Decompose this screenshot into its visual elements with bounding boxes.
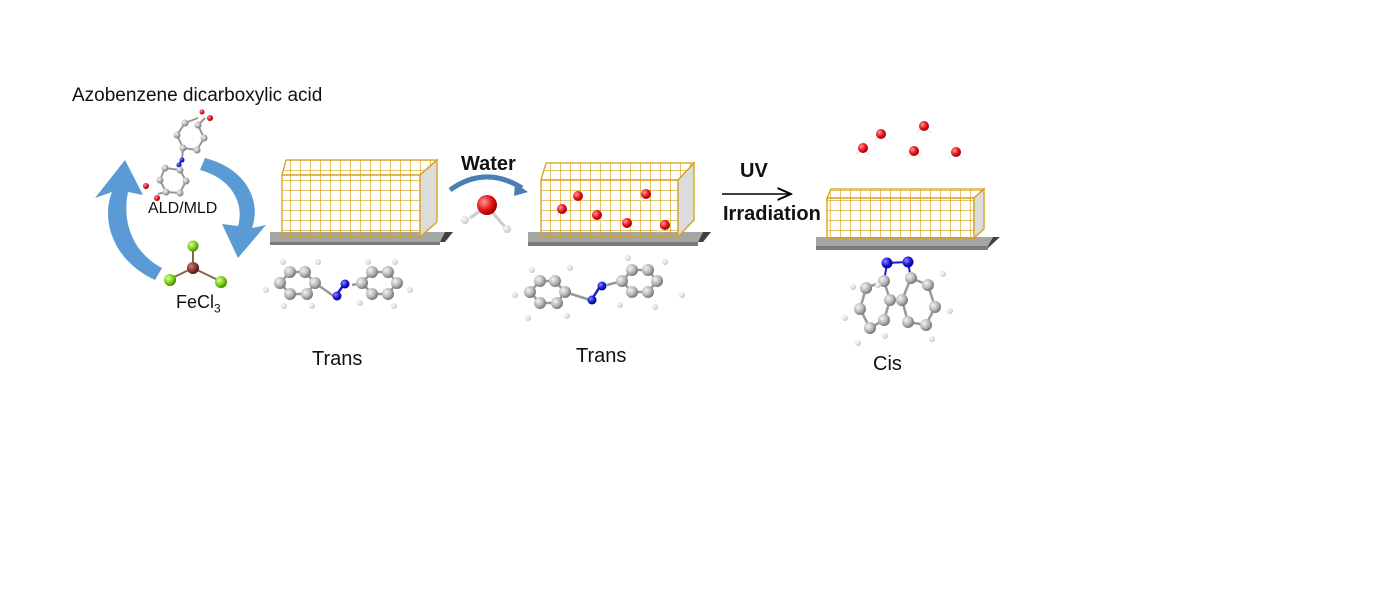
state-label-trans-2: Trans bbox=[576, 345, 627, 367]
metal-precursor-label: FeCl3 bbox=[176, 292, 221, 316]
mof-film-1 bbox=[270, 158, 453, 245]
water-step bbox=[448, 174, 528, 233]
trans-azobenzene-1 bbox=[263, 259, 413, 309]
metal-precursor-subscript: 3 bbox=[214, 301, 221, 316]
desorbed-water bbox=[855, 121, 964, 160]
precursor-title: Azobenzene dicarboxylic acid bbox=[72, 85, 323, 106]
water-step-label: Water bbox=[461, 153, 516, 175]
curved-arrow-icon bbox=[448, 174, 524, 193]
azobenzene-dicarboxylic-acid-molecule bbox=[143, 109, 213, 201]
cis-azobenzene bbox=[842, 256, 953, 346]
cycle-arrows bbox=[95, 158, 266, 280]
cycle-arrow-down-icon bbox=[200, 158, 266, 258]
adsorbed-water bbox=[555, 189, 670, 233]
uv-label: UV bbox=[740, 160, 768, 182]
fecl3-molecule bbox=[164, 240, 227, 288]
state-label-cis: Cis bbox=[873, 353, 902, 375]
irradiation-label: Irradiation bbox=[723, 203, 821, 225]
process-label: ALD/MLD bbox=[148, 200, 218, 217]
mof-film-3 bbox=[816, 187, 1000, 250]
mof-film-2 bbox=[528, 161, 711, 246]
water-molecule bbox=[461, 195, 511, 233]
cycle-arrow-up-icon bbox=[95, 160, 162, 280]
trans-azobenzene-2 bbox=[512, 255, 685, 321]
state-label-trans-1: Trans bbox=[312, 348, 363, 370]
metal-precursor-formula: FeCl bbox=[176, 292, 215, 312]
